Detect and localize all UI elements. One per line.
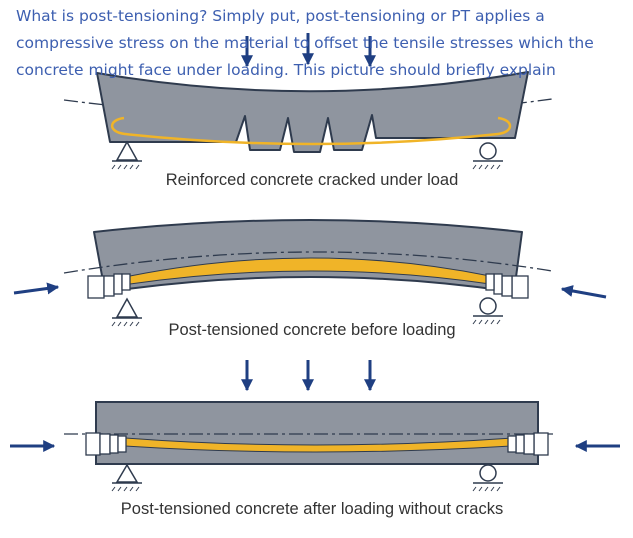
intro-line: What is post-tensioning? Simply put, pos… [16,7,545,25]
caption-cracked: Reinforced concrete cracked under load [166,171,459,189]
roller-support-icon [472,297,503,325]
intro-line: concrete might face under loading. This … [16,61,556,79]
pin-support-icon [111,140,142,170]
prestress-arrow-right-icon [560,285,607,299]
intro-text: What is post-tensioning? Simply put, pos… [16,3,616,84]
intro-line: compressive stress on the material to of… [16,34,594,52]
roller-support-icon [472,142,503,170]
centerline [63,251,553,274]
concrete-beam-flat [95,401,539,465]
panel-post-tensioned-after: Post-tensioned concrete after loading wi… [10,360,620,518]
pin-support-icon [111,297,142,327]
anchorage-right-icon [485,273,529,299]
concrete-beam-cambered [93,219,523,293]
panel-post-tensioned-before: Post-tensioned concrete before loading [13,219,607,339]
anchorage-left-icon [87,273,131,299]
anchorage-right-icon [507,432,549,456]
anchorage-left-icon [85,432,127,456]
panel-reinforced-cracked: Reinforced concrete cracked under load [63,33,553,189]
caption-before-loading: Post-tensioned concrete before loading [168,321,455,339]
reinforcement-bar [110,116,512,146]
pin-support-icon [111,463,142,492]
concrete-beam-cracked [96,71,529,153]
caption-after-loading: Post-tensioned concrete after loading wi… [121,500,503,518]
prestress-arrow-left-icon [13,282,60,295]
roller-support-icon [472,464,503,492]
